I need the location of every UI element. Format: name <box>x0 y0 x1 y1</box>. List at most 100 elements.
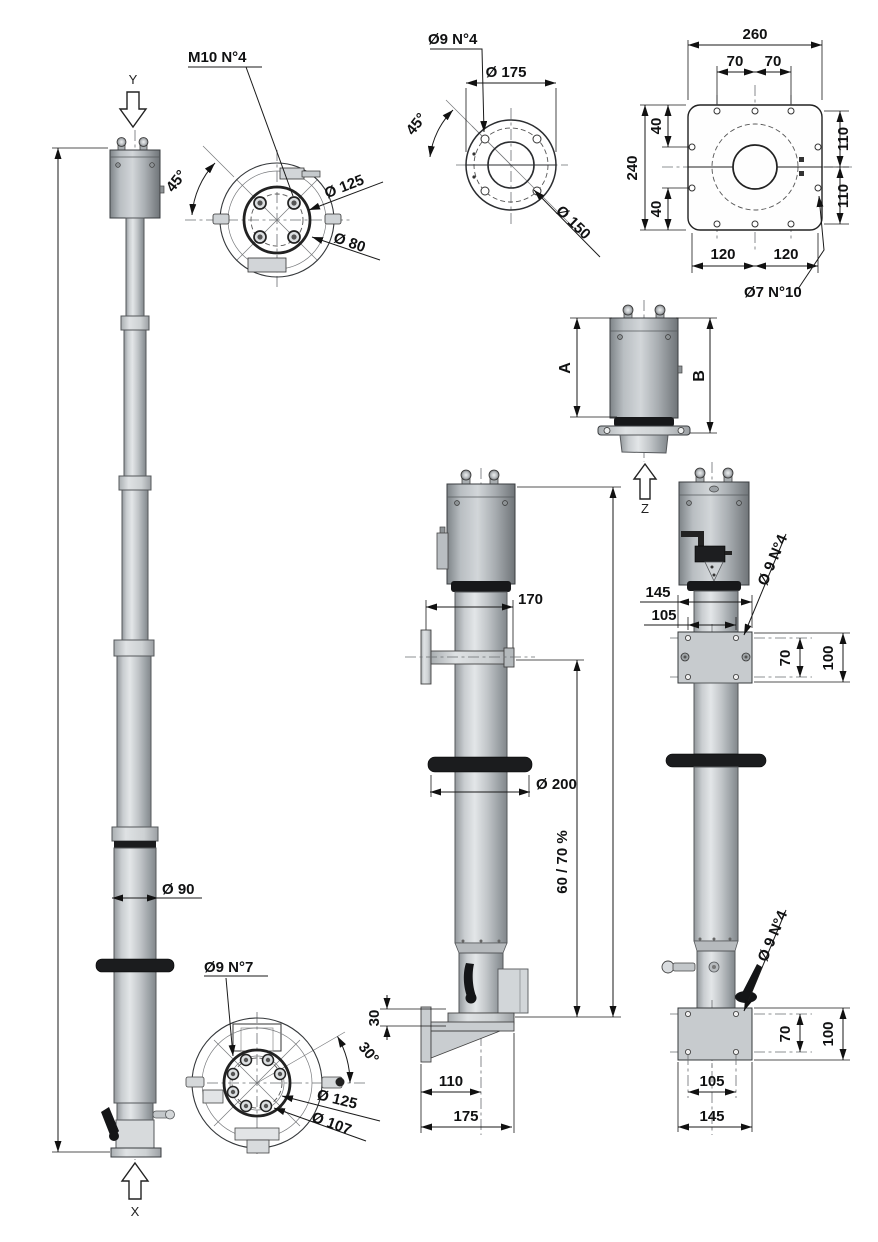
side-pin <box>212 213 230 225</box>
collar-dia-dim: Ø 200 <box>536 776 577 793</box>
hole-span-dim: 105 <box>651 607 676 624</box>
mast-section-2 <box>123 329 147 477</box>
bracket-arm <box>430 650 514 665</box>
tube-diameter-dim: Ø 90 <box>162 881 195 898</box>
eyebolt-icon <box>654 304 666 316</box>
bracket-offset-dim: 170 <box>518 591 543 608</box>
wall-plate-view: 260 70 70 240 40 40 110 110 120 120 Ø7 N… <box>624 26 852 301</box>
collar <box>120 315 150 331</box>
bracket-backplate <box>420 1006 432 1063</box>
outer-tube-lower <box>693 766 739 942</box>
lever-hub <box>109 1131 119 1141</box>
inner-circle-dia: Ø 107 <box>309 1109 353 1139</box>
head-flange <box>597 425 691 436</box>
base-upper <box>116 1102 154 1121</box>
bolt-hole <box>532 186 542 196</box>
rubber-collar <box>665 753 767 768</box>
plate-height-dim: 100 <box>820 645 837 670</box>
eyebolt-icon <box>694 467 706 479</box>
eyebolt-icon <box>722 467 734 479</box>
mast-section-5 <box>113 847 157 1104</box>
bolt-ring <box>242 185 312 255</box>
edge-offset-dim: 40 <box>648 118 665 135</box>
left-mast-view: Y Ø 90 X <box>52 72 202 1219</box>
base-flange-view: Ø9 N°7 30° Ø 125 Ø 107 <box>185 959 383 1154</box>
mast-section-1 <box>125 217 145 317</box>
hole-span-dim: 70 <box>777 650 794 667</box>
locking-lever-icon <box>741 964 762 999</box>
rubber-collar <box>95 958 175 973</box>
bottom-clip <box>247 257 287 273</box>
bracket-gusset <box>430 1030 501 1059</box>
angle-dim: 30° <box>355 1039 383 1067</box>
mast-section-4 <box>116 655 152 828</box>
hole-span-dim: 110 <box>835 127 852 151</box>
holes-callout: Ø7 N°10 <box>744 284 802 301</box>
dim-b: B <box>691 370 708 382</box>
hole-span-dim: 120 <box>773 246 798 263</box>
bottom-lever-plan <box>234 1127 280 1141</box>
cylinder-head-view: A B Z <box>557 300 717 516</box>
eyebolt-icon <box>622 304 634 316</box>
hole-span-dim: 120 <box>710 246 735 263</box>
mast-head <box>446 483 516 585</box>
pull-pin <box>661 960 675 974</box>
bolt-ring <box>222 1048 292 1118</box>
axis-y-arrow-icon <box>118 91 148 129</box>
mast-top-flange-view: Ø9 N°4 Ø 175 45° Ø 150 <box>403 31 601 258</box>
plate-height-dim: 100 <box>820 1021 837 1046</box>
eyebolt-icon <box>488 469 500 481</box>
flange-bolts <box>226 1053 287 1113</box>
plate-width-dim: 260 <box>742 26 767 43</box>
axis-z-label: Z <box>641 501 649 516</box>
base-width-dim: 175 <box>453 1108 478 1125</box>
collar <box>111 826 159 842</box>
base-tube <box>696 950 736 1009</box>
bracket-arm <box>430 1021 515 1032</box>
eyebolt-icon <box>460 469 472 481</box>
base-block <box>115 1119 155 1149</box>
head-flange-top-view: M10 N°4 45° Ø 125 Ø 80 <box>163 49 384 288</box>
collar <box>113 639 155 657</box>
axis-z-arrow-icon <box>632 462 658 500</box>
collar <box>118 475 152 491</box>
angle-dim: 45° <box>163 167 190 195</box>
m10-bolts <box>253 196 301 244</box>
valve-bracket <box>436 532 449 570</box>
holes-callout: Ø9 N°4 <box>428 31 478 48</box>
mast-section-3 <box>121 489 149 641</box>
plate-holes <box>688 107 822 228</box>
holes-callout: Ø9 N°7 <box>204 959 253 976</box>
rubber-collar <box>427 756 533 773</box>
crank-arm <box>681 531 704 537</box>
seal-ring <box>451 581 511 592</box>
seal-ring <box>614 417 674 427</box>
valve-box <box>497 968 529 1014</box>
axis-y-label: Y <box>129 72 138 87</box>
mast-head <box>109 149 161 219</box>
locking-lever-icon <box>463 963 476 999</box>
plate-width-dim: 145 <box>699 1108 724 1125</box>
outer-dia: Ø 150 <box>553 202 594 243</box>
hole-span-dim: 70 <box>777 1026 794 1043</box>
inner-circle-dia: Ø 80 <box>331 229 367 256</box>
bolt-hole <box>480 134 490 144</box>
center-mast-view: 170 60 / 70 % Ø 200 30 110 175 <box>366 468 621 1135</box>
pin-tip <box>335 1077 345 1087</box>
side-pin <box>185 1076 205 1088</box>
seal-ring <box>687 581 741 591</box>
thread-callout: M10 N°4 <box>188 49 247 66</box>
right-mast-view: 145 105 Ø 9 N°4 70 100 Ø 9 N°4 70 100 10… <box>640 462 850 1135</box>
hole-span-dim: 105 <box>699 1073 724 1090</box>
base-offset-dim: 110 <box>439 1073 463 1090</box>
mounting-plate-upper <box>677 631 753 684</box>
head-stub <box>619 434 669 454</box>
dim-a: A <box>557 362 574 374</box>
bolt-hole <box>532 134 542 144</box>
crank-handle-icon <box>694 545 726 563</box>
outer-tube <box>693 590 739 633</box>
plate-height-dim: 240 <box>624 155 641 180</box>
bolt-circle-dia: Ø 125 <box>315 1086 359 1112</box>
hole-span-dim: 110 <box>835 184 852 208</box>
